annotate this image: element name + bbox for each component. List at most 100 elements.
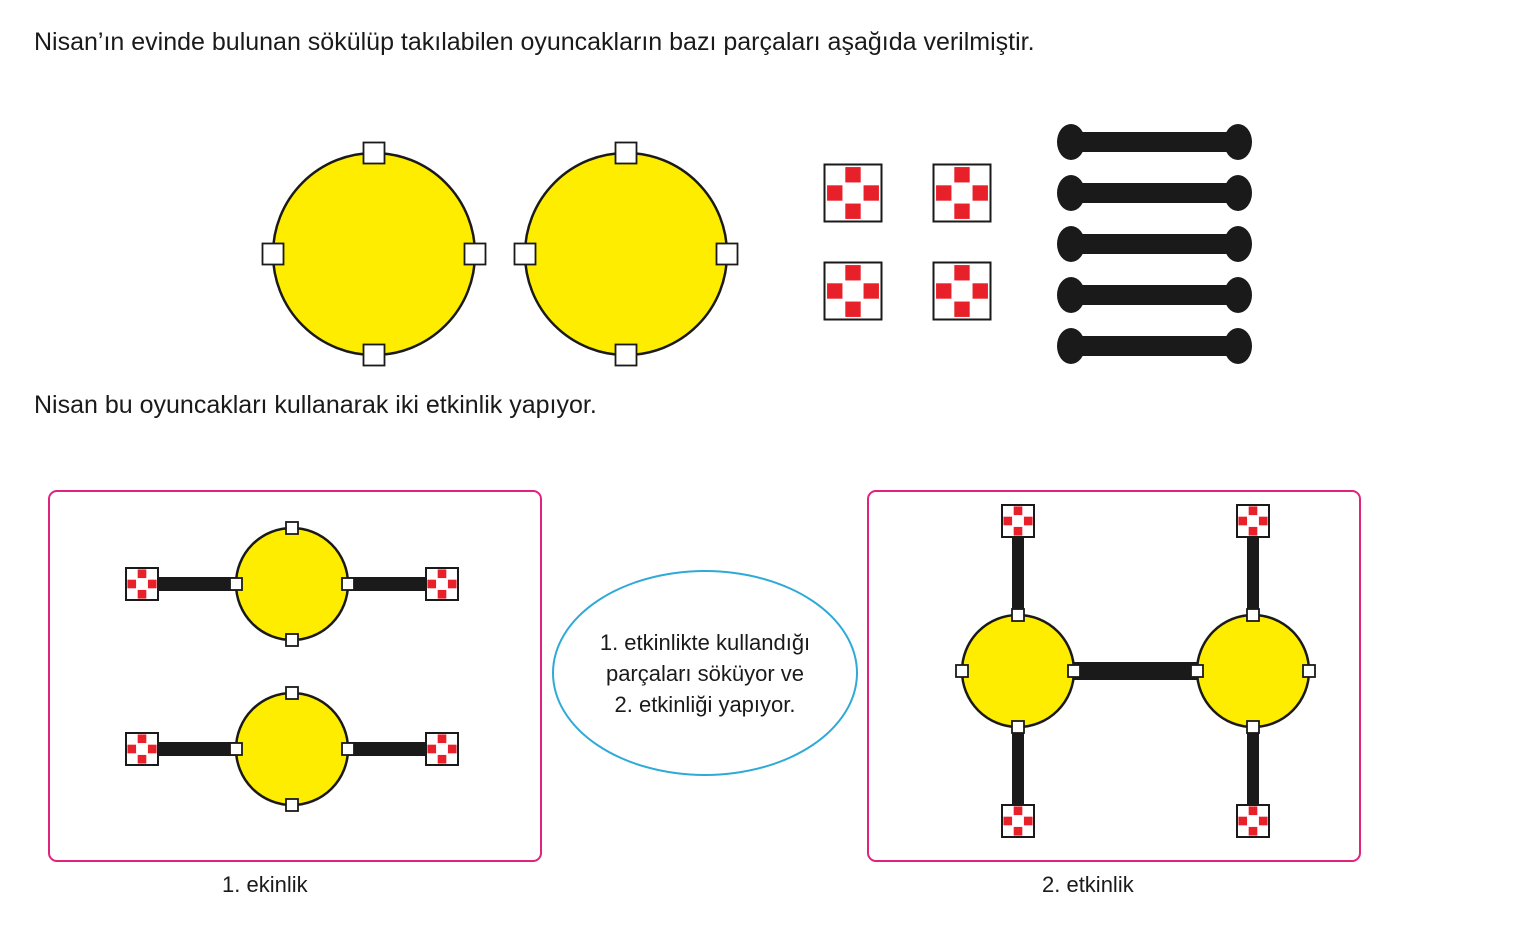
connector-peg bbox=[427, 744, 437, 754]
connector-block bbox=[823, 163, 883, 223]
wheel-socket bbox=[955, 664, 969, 678]
bar-piece bbox=[1057, 328, 1252, 364]
bar-end bbox=[1224, 226, 1252, 262]
connector-peg bbox=[1013, 806, 1023, 816]
connector-peg bbox=[437, 589, 447, 599]
bar-end bbox=[1057, 277, 1085, 313]
bar-end bbox=[1057, 175, 1085, 211]
speech-bubble: 1. etkinlikte kullandığı parçaları söküy… bbox=[552, 570, 858, 776]
connector-peg bbox=[137, 754, 147, 764]
connector-peg bbox=[1013, 526, 1023, 536]
wheel-socket bbox=[285, 798, 299, 812]
connector-peg bbox=[845, 301, 861, 317]
wheel-socket bbox=[362, 343, 386, 367]
wheel bbox=[513, 141, 739, 367]
connector-peg bbox=[845, 265, 861, 281]
bar-end bbox=[1224, 124, 1252, 160]
connector-peg bbox=[827, 283, 843, 299]
connector-peg bbox=[845, 203, 861, 219]
bar-end bbox=[1057, 226, 1085, 262]
bar-end bbox=[1224, 277, 1252, 313]
connector-peg bbox=[137, 589, 147, 599]
wheel bbox=[229, 521, 355, 647]
connector-peg bbox=[137, 734, 147, 744]
connector-peg bbox=[1238, 816, 1248, 826]
connector-peg bbox=[1023, 516, 1033, 526]
wheel-socket bbox=[341, 742, 355, 756]
intro-text: Nisan’ın evinde bulunan sökülüp takılabi… bbox=[34, 28, 1035, 56]
wheel-socket bbox=[513, 242, 537, 266]
bar-end bbox=[1224, 175, 1252, 211]
connector-peg bbox=[447, 744, 457, 754]
wheel-socket bbox=[1067, 664, 1081, 678]
connector-peg bbox=[127, 579, 137, 589]
connector-peg bbox=[845, 167, 861, 183]
connector-peg bbox=[1248, 526, 1258, 536]
wheel-socket bbox=[1246, 608, 1260, 622]
connector-peg bbox=[1003, 816, 1013, 826]
wheel-body bbox=[523, 151, 729, 357]
connector-peg bbox=[1013, 506, 1023, 516]
connector-peg bbox=[1003, 516, 1013, 526]
wheel-socket bbox=[1246, 720, 1260, 734]
connector-peg bbox=[137, 569, 147, 579]
activity-1-frame bbox=[48, 490, 542, 862]
bubble-line-2: parçaları söküyor ve bbox=[605, 660, 805, 686]
activity-1-drawing bbox=[125, 521, 459, 812]
connector-peg bbox=[954, 301, 970, 317]
connector-block bbox=[1236, 504, 1270, 538]
connector-peg bbox=[863, 283, 879, 299]
connector-block bbox=[1001, 504, 1035, 538]
wheel-socket bbox=[285, 686, 299, 700]
wheel-socket bbox=[1011, 608, 1025, 622]
bar-piece bbox=[1057, 175, 1252, 211]
bar-piece bbox=[1057, 226, 1252, 262]
caption-activity-2: 2. etkinlik bbox=[1042, 872, 1134, 897]
wheel-socket bbox=[362, 141, 386, 165]
connector-peg bbox=[1013, 826, 1023, 836]
connector-peg bbox=[147, 579, 157, 589]
connector-block bbox=[823, 261, 883, 321]
connector-peg bbox=[954, 167, 970, 183]
wheel-socket bbox=[1302, 664, 1316, 678]
bubble-line-3: 2. etkinliği yapıyor. bbox=[614, 691, 796, 717]
connector-peg bbox=[1023, 816, 1033, 826]
connector-peg bbox=[1238, 516, 1248, 526]
connector-block bbox=[932, 261, 992, 321]
connector-peg bbox=[972, 185, 988, 201]
wheel-socket bbox=[261, 242, 285, 266]
wheel-socket bbox=[1190, 664, 1204, 678]
connector-block bbox=[425, 567, 459, 601]
connector-peg bbox=[972, 283, 988, 299]
wheel-body bbox=[271, 151, 477, 357]
connector-peg bbox=[147, 744, 157, 754]
connector-block bbox=[425, 732, 459, 766]
connector-peg bbox=[127, 744, 137, 754]
connector-block bbox=[1001, 804, 1035, 838]
wheel-socket bbox=[614, 141, 638, 165]
activity-2-drawing bbox=[955, 504, 1316, 838]
parts-group bbox=[261, 124, 1252, 367]
connector-peg bbox=[954, 265, 970, 281]
connector-peg bbox=[447, 579, 457, 589]
wheel-socket bbox=[341, 577, 355, 591]
activity-intro-text: Nisan bu oyuncakları kullanarak iki etki… bbox=[34, 391, 597, 419]
bar-piece bbox=[1057, 277, 1252, 313]
wheel bbox=[229, 686, 355, 812]
caption-activity-1: 1. ekinlik bbox=[222, 872, 308, 897]
connector-peg bbox=[437, 569, 447, 579]
connector-peg bbox=[427, 579, 437, 589]
wheel-socket bbox=[1011, 720, 1025, 734]
activity-2-frame bbox=[867, 490, 1361, 862]
connector-block bbox=[1236, 804, 1270, 838]
wheel-socket bbox=[614, 343, 638, 367]
connector-peg bbox=[1248, 826, 1258, 836]
connector-peg bbox=[827, 185, 843, 201]
wheel bbox=[955, 608, 1081, 734]
wheel-socket bbox=[285, 521, 299, 535]
wheel bbox=[1190, 608, 1316, 734]
bar-end bbox=[1224, 328, 1252, 364]
wheel-socket bbox=[229, 742, 243, 756]
connector-peg bbox=[1248, 806, 1258, 816]
